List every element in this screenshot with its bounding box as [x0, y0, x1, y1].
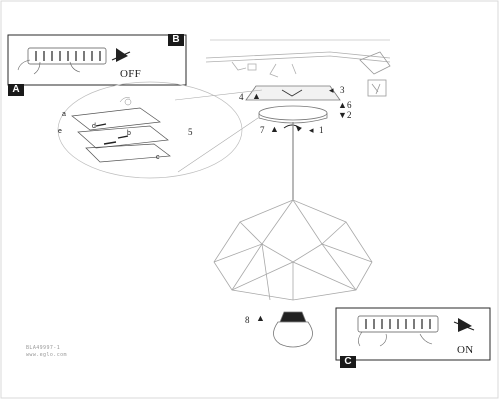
part-b-label: b: [127, 130, 131, 137]
step-5-label: 5: [188, 127, 193, 137]
panel-a-tag: A: [8, 84, 24, 96]
part-d-label: d: [92, 123, 96, 130]
step-4-arrow-icon: ▲: [252, 91, 261, 101]
step-1-arrow-icon: ◂: [309, 125, 314, 135]
switch-off-label: OFF: [120, 68, 142, 80]
step-6-label: 6: [347, 100, 352, 110]
panel-a-detail: [57, 81, 243, 179]
detail-leader: [177, 117, 259, 173]
website-url: www.eglo.com: [26, 352, 67, 358]
panel-b-tag: B: [168, 34, 184, 46]
part-e-label: e: [58, 128, 62, 135]
step-8-label: 8: [245, 315, 250, 325]
step-3-label: 3: [340, 85, 345, 95]
step-2-arrow-icon: ▼: [338, 110, 347, 120]
panel-b-wiring-off: [7, 34, 187, 86]
step-7-label: 7: [260, 125, 265, 135]
step-1-label: 1: [319, 125, 324, 135]
bulb: [273, 311, 313, 348]
rotation-arrow: [283, 124, 302, 132]
step-4-label: 4: [239, 92, 244, 102]
step-2-label: 2: [347, 110, 352, 120]
wall-bracket: [359, 51, 391, 97]
step-3-arrow-icon: ◂: [329, 85, 334, 95]
ceiling-rail: [205, 39, 391, 78]
detail-leader: [174, 89, 263, 101]
step-8-arrow-icon: ▲: [256, 313, 265, 323]
switch-on-symbol: [458, 318, 472, 332]
panel-c-tag: C: [340, 356, 356, 368]
part-a-label: a: [62, 111, 66, 118]
step-7-arrow-icon: ▲: [270, 124, 279, 134]
step-6-arrow-icon: ▲: [338, 100, 347, 110]
cage-shade: [213, 199, 373, 301]
panel-c-wiring-on: [335, 307, 491, 361]
document-code: BLA49997-1: [26, 345, 61, 351]
part-c-label: c: [156, 154, 160, 161]
canopy: [245, 85, 341, 124]
switch-on-label: ON: [457, 344, 474, 356]
